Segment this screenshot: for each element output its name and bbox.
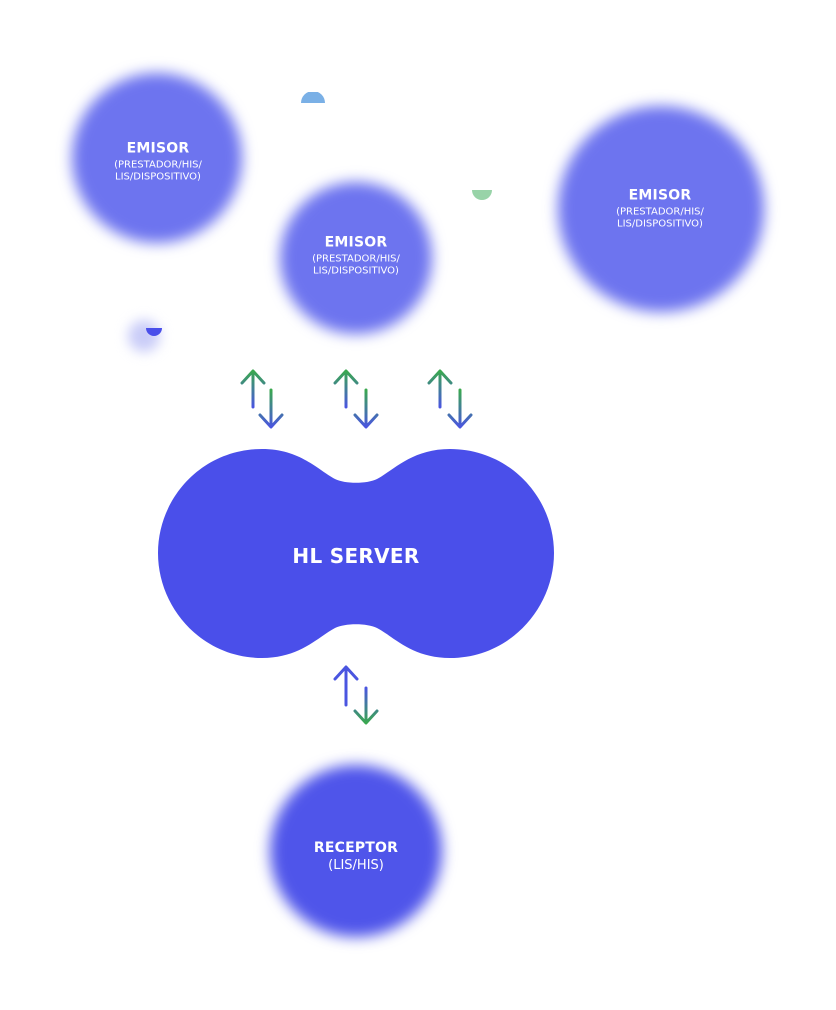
- emisor-1-subtitle: (PRESTADOR/HIS/ LIS/DISPOSITIVO): [114, 158, 202, 183]
- bidirectional-arrow-receptor: [333, 665, 379, 725]
- emisor-2-circle: [280, 182, 432, 334]
- emisor-3-title: EMISOR: [628, 187, 692, 204]
- decorative-small-blur-dot: [128, 320, 160, 352]
- emisor-1-title: EMISOR: [126, 140, 190, 157]
- bidirectional-arrow-1: [240, 369, 284, 429]
- emisor-3-subtitle: (PRESTADOR/HIS/ LIS/DISPOSITIVO): [616, 205, 704, 230]
- emisor-2-subtitle: (PRESTADOR/HIS/ LIS/DISPOSITIVO): [312, 252, 400, 277]
- decorative-half-circle-indigo: [146, 328, 162, 336]
- emisor-2-label: EMISOR (PRESTADOR/HIS/ LIS/DISPOSITIVO): [312, 234, 400, 278]
- emisor-3-circle: [558, 106, 764, 312]
- emisor-3-label: EMISOR (PRESTADOR/HIS/ LIS/DISPOSITIVO): [616, 187, 704, 231]
- receptor-title: RECEPTOR: [313, 840, 399, 857]
- receptor-circle: [270, 765, 442, 937]
- hl-server-label: HL SERVER: [292, 544, 420, 568]
- receptor-subtitle: (LIS/HIS): [328, 857, 384, 873]
- emisor-1-circle: [72, 73, 242, 243]
- bidirectional-arrow-3: [427, 369, 473, 429]
- bidirectional-arrow-2: [333, 369, 379, 429]
- decorative-half-circle-green: [472, 190, 492, 200]
- emisor-2-title: EMISOR: [324, 234, 388, 251]
- receptor-label: RECEPTOR (LIS/HIS): [314, 840, 398, 874]
- decorative-half-circle-blue: [301, 92, 325, 103]
- emisor-1-label: EMISOR (PRESTADOR/HIS/ LIS/DISPOSITIVO): [114, 140, 202, 184]
